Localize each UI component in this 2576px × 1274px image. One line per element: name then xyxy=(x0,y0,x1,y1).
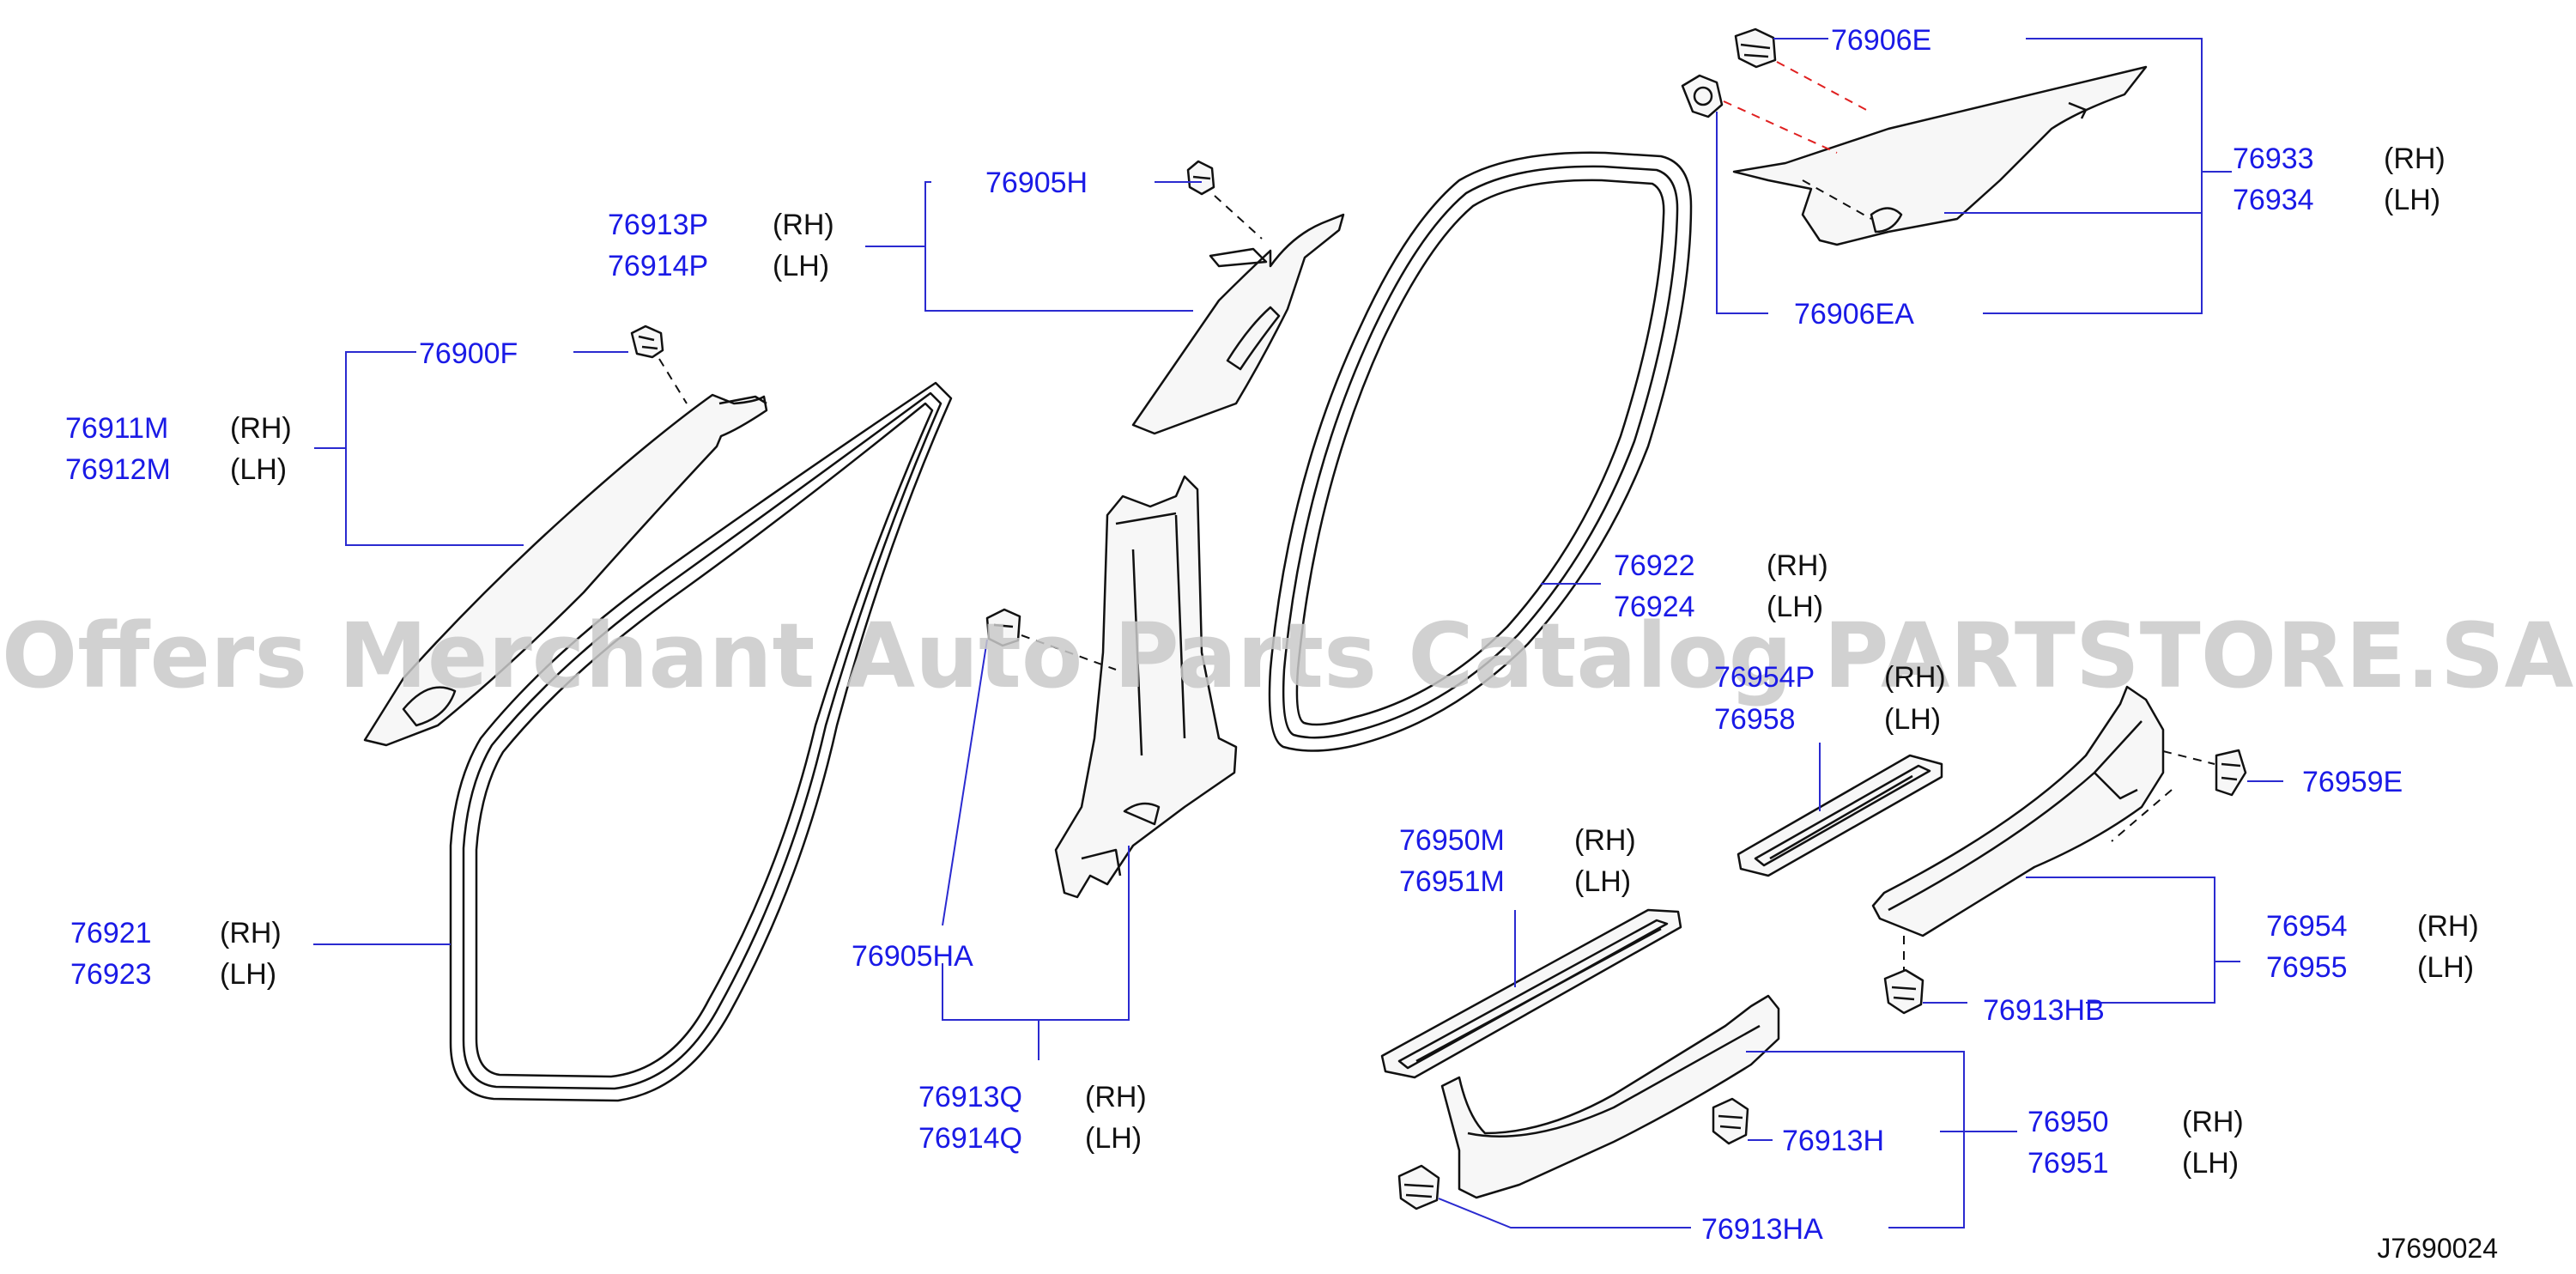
rear-pillar-garnish xyxy=(1732,65,2148,246)
clip-76913HB xyxy=(1883,936,1924,1015)
label-76951[interactable]: 76951 xyxy=(2027,1147,2109,1180)
diagram-code: J7690024 xyxy=(2377,1233,2498,1264)
label-76913HB[interactable]: 76913HB xyxy=(1983,994,2105,1027)
label-76913H[interactable]: 76913H xyxy=(1782,1125,1884,1157)
label-76955[interactable]: 76955 xyxy=(2266,951,2348,984)
label-76922[interactable]: 76922 xyxy=(1614,549,1695,582)
label-76921-side: (RH) xyxy=(220,917,282,949)
label-76954[interactable]: 76954 xyxy=(2266,910,2348,943)
label-76913P[interactable]: 76913P xyxy=(608,209,708,241)
label-76905HA[interactable]: 76905HA xyxy=(852,940,973,973)
label-76900F[interactable]: 76900F xyxy=(419,337,518,370)
label-76911M[interactable]: 76911M xyxy=(65,412,168,445)
label-76914P-side: (LH) xyxy=(773,250,829,282)
label-76933-side: (RH) xyxy=(2384,143,2446,175)
label-76934[interactable]: 76934 xyxy=(2233,184,2314,216)
label-76954-side: (RH) xyxy=(2417,910,2479,943)
label-76950M[interactable]: 76950M xyxy=(1399,824,1505,857)
front-sill-garnish xyxy=(1440,994,1780,1199)
clip-76906E xyxy=(1734,27,1870,112)
label-76905H[interactable]: 76905H xyxy=(985,167,1088,199)
label-76906E[interactable]: 76906E xyxy=(1831,24,1931,57)
label-76914Q-side: (LH) xyxy=(1085,1122,1142,1155)
label-76951-side: (LH) xyxy=(2182,1147,2239,1180)
clip-76905HA xyxy=(985,608,1117,670)
watermark-text: Offers Merchant Auto Parts Catalog PARTS… xyxy=(2,604,2573,708)
label-76958[interactable]: 76958 xyxy=(1714,703,1796,736)
rear-sill-garnish xyxy=(1871,685,2215,937)
label-76921[interactable]: 76921 xyxy=(70,917,152,949)
label-76958-side: (LH) xyxy=(1884,703,1941,736)
leader-lines xyxy=(313,38,2283,1228)
upper-center-pillar-garnish xyxy=(1131,213,1345,435)
label-76923[interactable]: 76923 xyxy=(70,958,152,991)
lower-center-pillar-garnish xyxy=(1054,475,1238,899)
label-76913Q-side: (RH) xyxy=(1085,1081,1147,1113)
label-76924-side: (LH) xyxy=(1767,591,1823,623)
label-76912M-side: (LH) xyxy=(230,453,287,486)
label-76924[interactable]: 76924 xyxy=(1614,591,1695,623)
label-76906EA[interactable]: 76906EA xyxy=(1794,298,1914,331)
front-kicking-plate xyxy=(1380,908,1682,1079)
label-76950[interactable]: 76950 xyxy=(2027,1106,2109,1138)
label-76933[interactable]: 76933 xyxy=(2233,143,2314,175)
label-76923-side: (LH) xyxy=(220,958,276,991)
clip-76913H xyxy=(1712,1097,1749,1145)
label-76911M-side: (RH) xyxy=(230,412,292,445)
label-76913Q[interactable]: 76913Q xyxy=(918,1081,1022,1113)
label-76912M[interactable]: 76912M xyxy=(65,453,171,486)
clip-76905H xyxy=(1186,160,1263,240)
label-76951M-side: (LH) xyxy=(1574,865,1631,898)
label-76913P-side: (RH) xyxy=(773,209,834,241)
label-76950-side: (RH) xyxy=(2182,1106,2244,1138)
label-76914Q[interactable]: 76914Q xyxy=(918,1122,1022,1155)
clip-76913HA xyxy=(1397,1164,1440,1210)
front-pillar-garnish xyxy=(363,393,768,747)
clip-76900F xyxy=(630,325,688,404)
label-76951M[interactable]: 76951M xyxy=(1399,865,1505,898)
clip-76959E xyxy=(2215,749,2247,797)
label-76950M-side: (RH) xyxy=(1574,824,1636,857)
rear-door-weatherstrip xyxy=(1268,151,1693,752)
label-76934-side: (LH) xyxy=(2384,184,2440,216)
label-76914P[interactable]: 76914P xyxy=(608,250,708,282)
clip-76906EA xyxy=(1681,74,1872,220)
label-76954P-side: (RH) xyxy=(1884,661,1946,694)
label-76922-side: (RH) xyxy=(1767,549,1828,582)
rear-kicking-plate xyxy=(1737,754,1943,877)
part-labels: 76906E 76933 (RH) 76934 (LH) 76906EA 769… xyxy=(65,24,2498,1264)
label-76913HA[interactable]: 76913HA xyxy=(1701,1213,1823,1246)
label-76955-side: (LH) xyxy=(2417,951,2474,984)
front-door-weatherstrip xyxy=(449,381,953,1102)
label-76959E[interactable]: 76959E xyxy=(2302,766,2403,798)
label-76954P[interactable]: 76954P xyxy=(1714,661,1815,694)
